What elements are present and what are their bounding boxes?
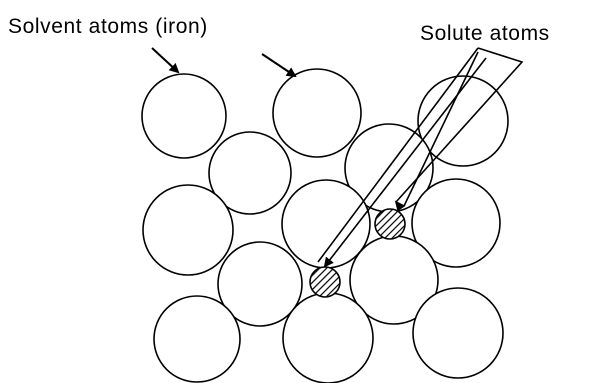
- solvent-atom: [413, 288, 503, 378]
- solvent-atom: [418, 76, 508, 166]
- solute-atom: [375, 209, 405, 239]
- solvent-atom: [142, 74, 226, 158]
- solvent-atom: [283, 293, 373, 383]
- solvent-atom: [154, 296, 240, 382]
- solvent-atom: [273, 69, 361, 157]
- solvent-arrow-right: [262, 54, 295, 76]
- solvent-atom: [143, 185, 233, 275]
- solvent-arrow-left: [152, 48, 178, 72]
- solute-atom: [310, 267, 340, 297]
